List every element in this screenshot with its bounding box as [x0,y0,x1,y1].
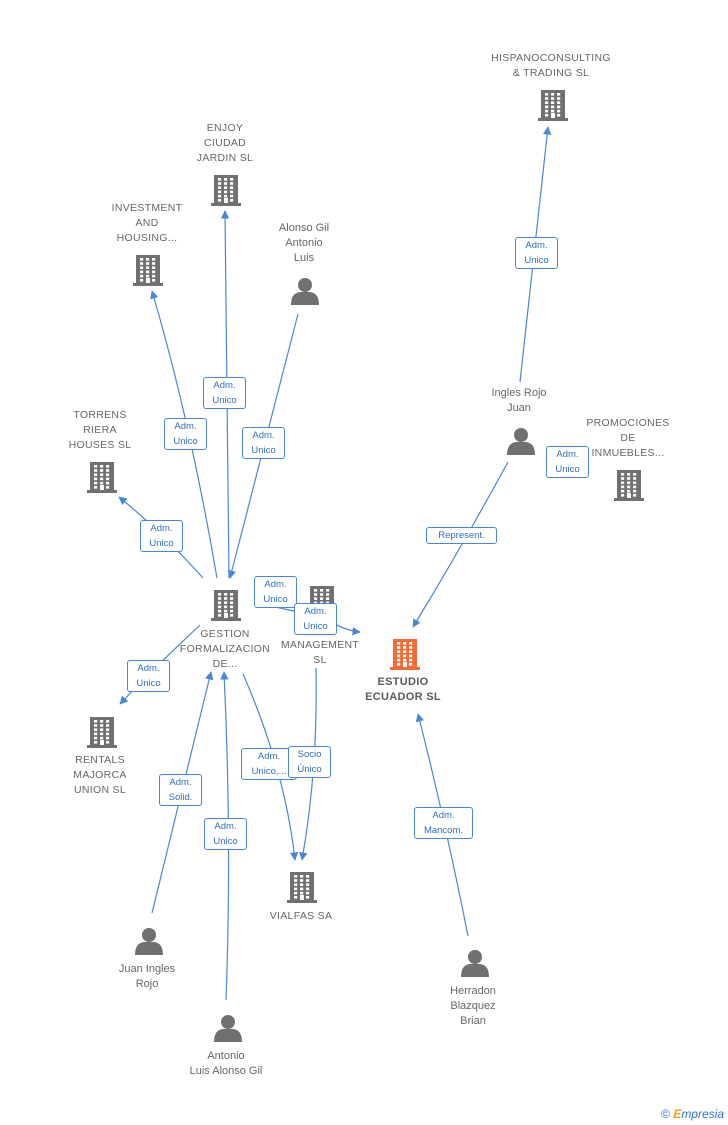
edge-label-herradon-to-estudio[interactable]: Adm. Mancom. [414,807,473,839]
brand-logo-letter: E [673,1107,682,1121]
node-label-investment[interactable]: INVESTMENT AND HOUSING... [111,202,183,244]
edge-label-alonso-gil-to-gestion[interactable]: Adm. Unico [242,427,285,459]
edge-label-gestion-to-torrens[interactable]: Adm. Unico [140,520,183,552]
edge-label-gestion-to-rentals[interactable]: Adm. Unico [127,660,170,692]
node-label-enjoy[interactable]: ENJOY CIUDAD JARDIN SL [196,122,254,164]
edge-label-ingles-rojo-juan-to-estudio[interactable]: Represent. [426,527,497,544]
edge-label-ingles-rojo-juan-to-hispano[interactable]: Adm. Unico [515,237,558,269]
node-label-torrens[interactable]: TORRENS RIERA HOUSES SL [68,409,132,451]
person-icon-antonio-luis[interactable] [214,1015,242,1042]
person-icon-ingles-rojo-juan[interactable] [507,428,535,455]
edge-label-management-to-vialfas[interactable]: Socio Único [288,746,331,778]
footer: © Empresia [661,1107,724,1121]
company-icon-gestion[interactable] [211,590,241,621]
node-label-juan-ingles-rojo[interactable]: Juan Ingles Rojo [118,963,176,990]
company-icon-rentals[interactable] [87,717,117,748]
company-icon-promociones[interactable] [614,470,644,501]
edge-label-management-to-estudio[interactable]: Adm. Unico [294,603,337,635]
company-icon-investment[interactable] [133,255,163,286]
company-icon-enjoy[interactable] [211,175,241,206]
edge-label-gestion-to-management[interactable]: Adm. Unico [254,576,297,608]
brand-logo-text: mpresia [681,1107,724,1121]
person-icon-herradon[interactable] [461,950,489,977]
edge-label-antonio-luis-to-gestion[interactable]: Adm. Unico [204,818,247,850]
edge-label-ingles-rojo-juan-to-promociones[interactable]: Adm. Unico [546,446,589,478]
node-label-ingles-rojo-juan[interactable]: Ingles Rojo Juan [491,387,547,414]
node-label-herradon[interactable]: Herradon Blazquez Brian [450,985,496,1027]
node-label-promociones[interactable]: PROMOCIONES DE INMUEBLES... [586,417,670,459]
copyright-icon: © [661,1107,670,1121]
company-icon-torrens[interactable] [87,462,117,493]
company-icon-vialfas[interactable] [287,872,317,903]
company-icon-hispano[interactable] [538,90,568,121]
edge-label-gestion-to-investment[interactable]: Adm. Unico [164,418,207,450]
edge-label-juan-ingles-rojo-to-gestion[interactable]: Adm. Solid. [159,774,202,806]
node-label-rentals[interactable]: RENTALS MAJORCA UNION SL [73,754,127,796]
node-label-hispano[interactable]: HISPANOCONSULTING & TRADING SL [491,52,611,79]
edge-label-gestion-to-vialfas[interactable]: Adm. Unico,... [241,748,297,780]
edge-label-gestion-to-enjoy[interactable]: Adm. Unico [203,377,246,409]
person-icon-juan-ingles-rojo[interactable] [135,928,163,955]
company-icon-estudio[interactable] [390,639,420,670]
edge-ingles-rojo-juan-to-estudio [412,461,509,628]
node-label-vialfas[interactable]: VIALFAS SA [269,910,333,922]
node-label-estudio[interactable]: ESTUDIO ECUADOR SL [365,676,441,703]
node-label-alonso-gil[interactable]: Alonso Gil Antonio Luis [278,222,330,264]
icons-layer [87,90,644,1042]
node-label-antonio-luis[interactable]: Antonio Luis Alonso Gil [189,1050,263,1077]
person-icon-alonso-gil[interactable] [291,278,319,305]
node-label-gestion[interactable]: GESTION FORMALIZACION DE... [179,628,271,670]
node-label-management[interactable]: MANAGEMENT SL [280,639,360,666]
